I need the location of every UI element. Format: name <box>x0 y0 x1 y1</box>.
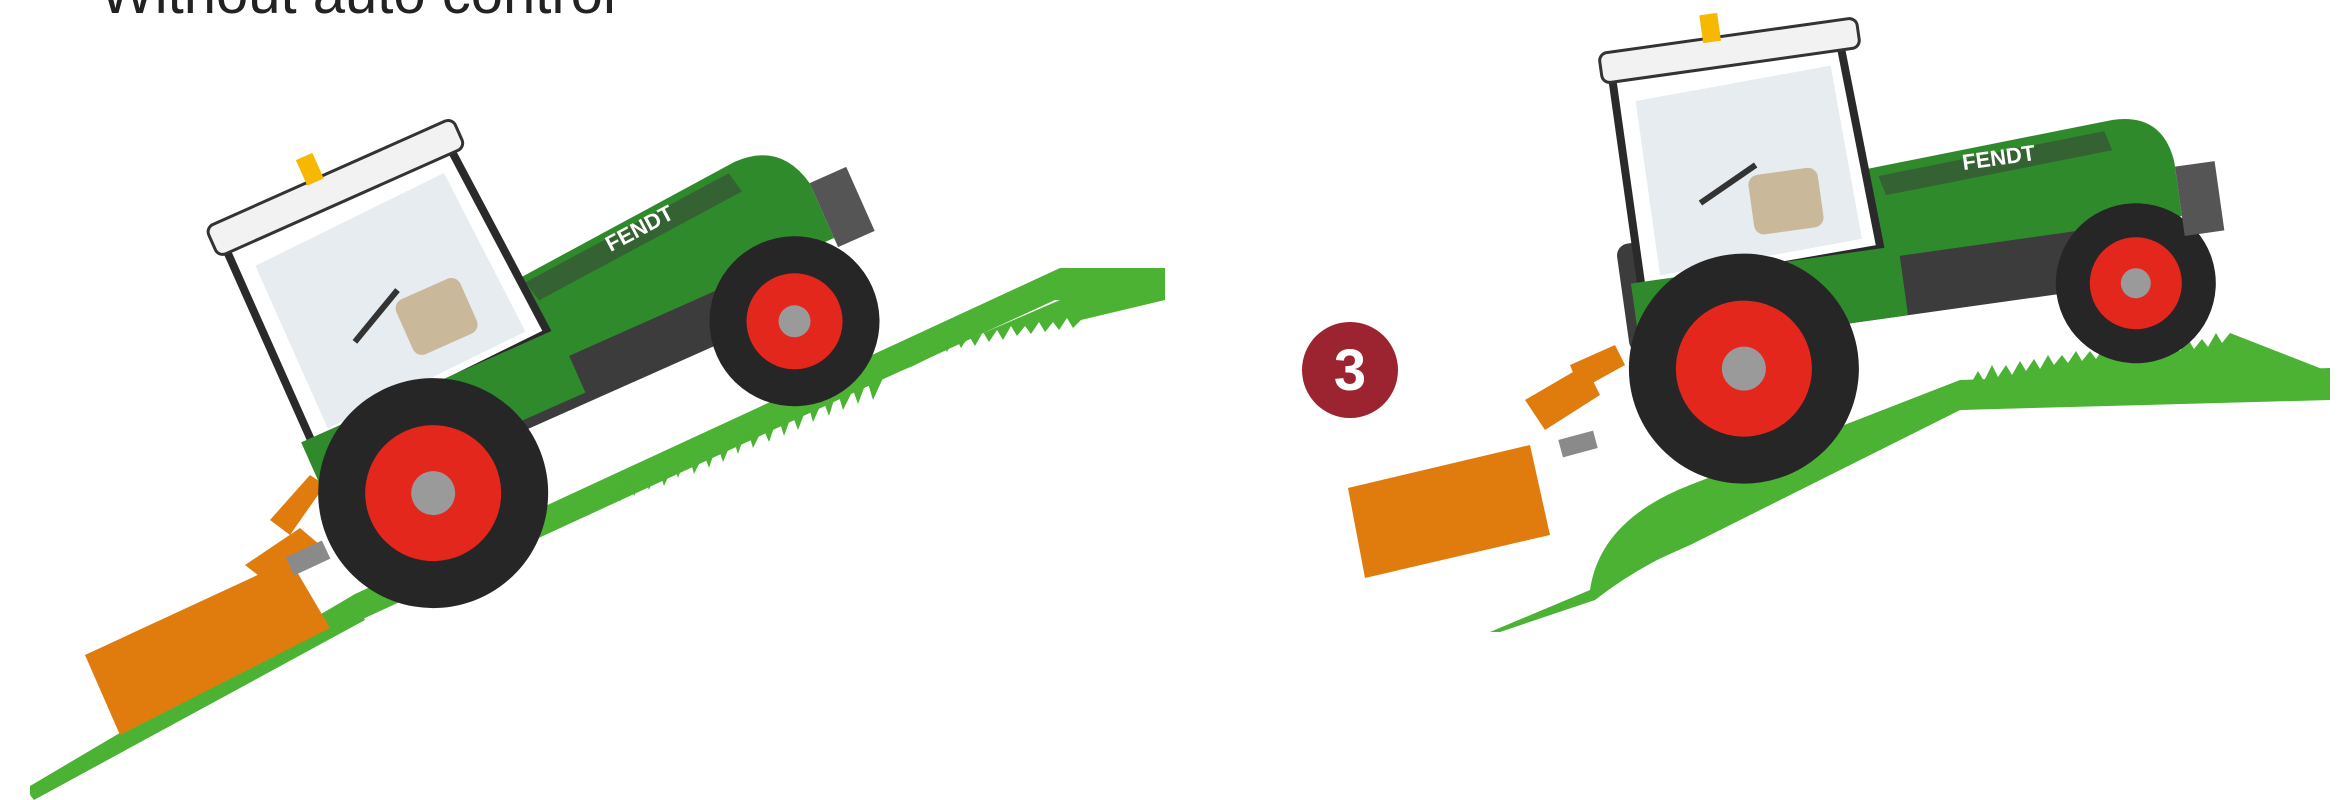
right-ground <box>1490 333 2330 632</box>
step-number-badge: 3 <box>1302 322 1398 418</box>
left-panel-illustration: FENDT <box>0 0 1170 800</box>
